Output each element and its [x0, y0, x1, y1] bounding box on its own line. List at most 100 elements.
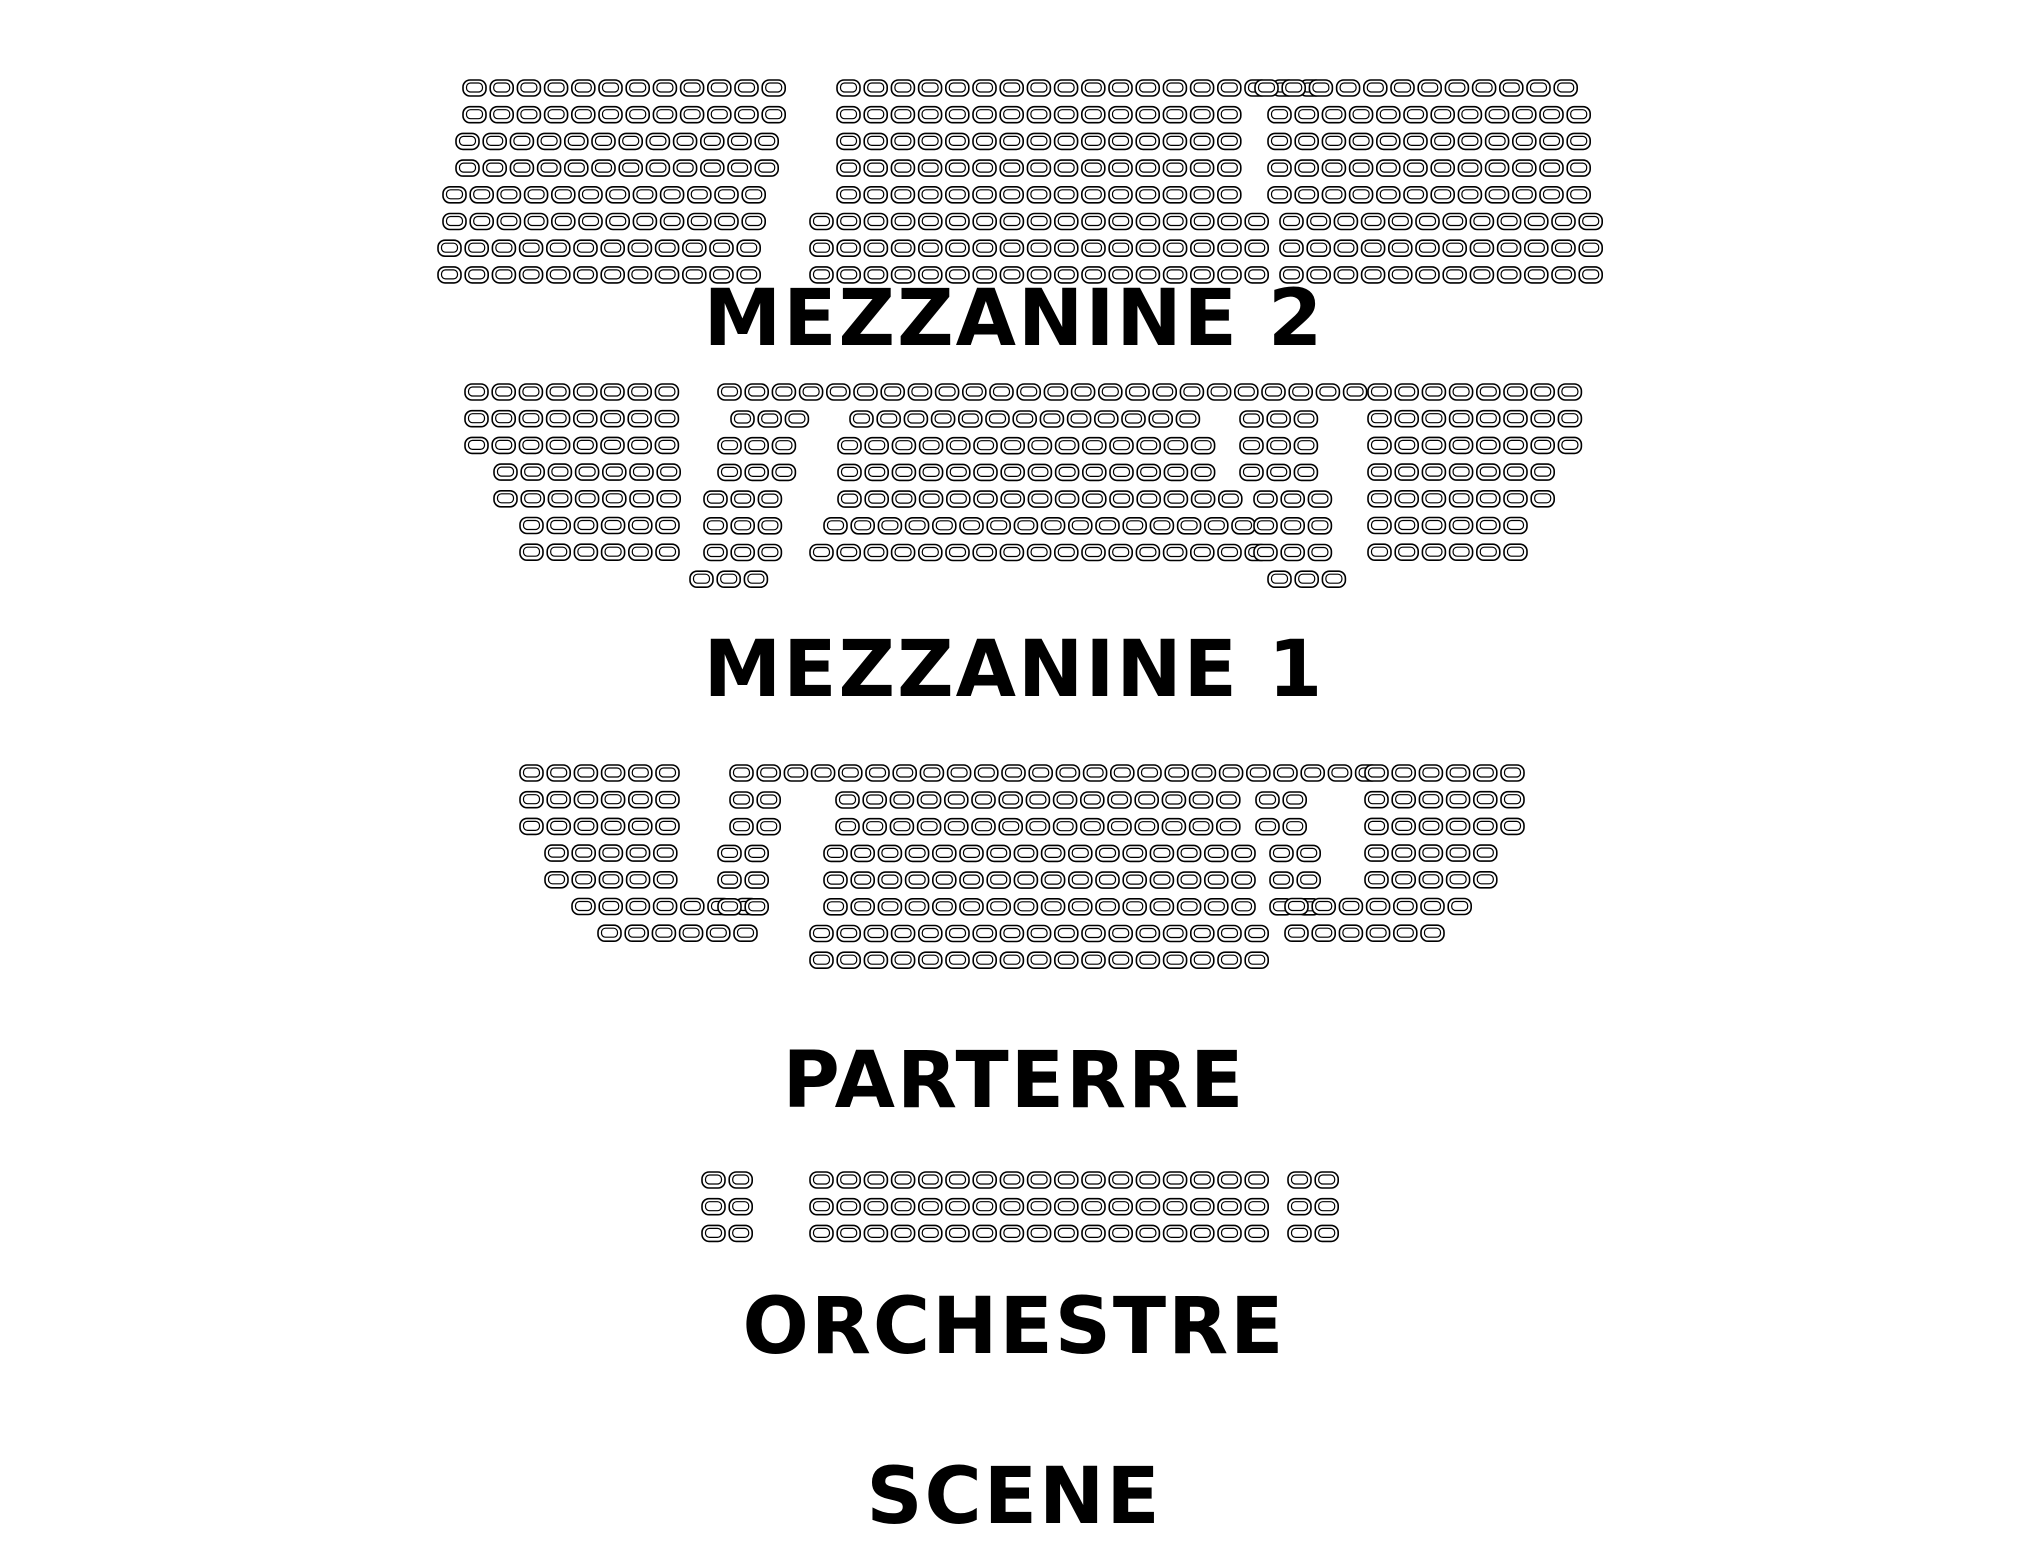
seat-icon[interactable] — [1162, 543, 1188, 562]
seat-icon[interactable] — [972, 159, 997, 177]
seat-icon[interactable] — [1360, 212, 1386, 231]
seat-icon[interactable] — [652, 844, 678, 862]
seat-icon[interactable] — [971, 791, 996, 809]
seat-icon[interactable] — [1163, 490, 1189, 508]
seat-icon[interactable] — [917, 266, 943, 284]
seat-icon[interactable] — [1294, 570, 1319, 589]
seat-icon[interactable] — [1469, 212, 1495, 231]
seat-icon[interactable] — [699, 159, 725, 177]
seat-icon[interactable] — [1162, 266, 1188, 284]
seat-icon[interactable] — [1027, 436, 1053, 455]
seat-icon[interactable] — [1364, 790, 1389, 809]
seat-icon[interactable] — [1135, 159, 1160, 177]
seat-icon[interactable] — [659, 186, 685, 204]
seat-icon[interactable] — [1294, 159, 1319, 177]
seat-icon[interactable] — [1348, 132, 1374, 151]
seat-icon[interactable] — [1188, 791, 1214, 809]
seat-icon[interactable] — [944, 186, 970, 204]
seat-icon[interactable] — [1445, 817, 1471, 836]
seat-icon[interactable] — [863, 132, 889, 151]
seat-icon[interactable] — [1348, 105, 1374, 124]
seat-icon[interactable] — [1348, 159, 1374, 177]
seat-icon[interactable] — [999, 186, 1025, 204]
seat-icon[interactable] — [563, 159, 589, 177]
seat-icon[interactable] — [442, 212, 467, 231]
seat-icon[interactable] — [850, 844, 876, 863]
seat-icon[interactable] — [469, 186, 495, 204]
seat-icon[interactable] — [1421, 463, 1447, 481]
seat-icon[interactable] — [1190, 463, 1216, 482]
seat-icon[interactable] — [546, 764, 572, 782]
seat-icon[interactable] — [600, 516, 626, 535]
seat-icon[interactable] — [547, 463, 573, 481]
seat-icon[interactable] — [1136, 463, 1161, 482]
seat-icon[interactable] — [1308, 79, 1334, 97]
seat-icon[interactable] — [1070, 383, 1096, 401]
seat-icon[interactable] — [853, 383, 878, 401]
seat-icon[interactable] — [1108, 212, 1133, 231]
seat-icon[interactable] — [1476, 463, 1501, 481]
seat-icon[interactable] — [1244, 1197, 1269, 1216]
seat-icon[interactable] — [573, 266, 598, 284]
seat-icon[interactable] — [464, 239, 490, 257]
seat-icon[interactable] — [999, 132, 1025, 151]
seat-icon[interactable] — [1066, 410, 1092, 428]
seat-icon[interactable] — [598, 870, 624, 889]
seat-icon[interactable] — [916, 791, 942, 809]
seat-icon[interactable] — [655, 817, 680, 836]
seat-icon[interactable] — [1403, 186, 1428, 204]
seat-icon[interactable] — [1447, 897, 1472, 916]
seat-icon[interactable] — [1026, 132, 1052, 151]
seat-icon[interactable] — [1367, 436, 1392, 455]
seat-icon[interactable] — [998, 817, 1024, 836]
seat-icon[interactable] — [1108, 132, 1133, 151]
seat-icon[interactable] — [1082, 463, 1107, 482]
seat-icon[interactable] — [1082, 490, 1107, 508]
seat-icon[interactable] — [945, 543, 970, 562]
seat-icon[interactable] — [1190, 1224, 1215, 1243]
seat-icon[interactable] — [1162, 239, 1188, 257]
seat-icon[interactable] — [1321, 570, 1347, 589]
seat-icon[interactable] — [1026, 543, 1052, 562]
seat-icon[interactable] — [890, 543, 916, 562]
seat-icon[interactable] — [1136, 490, 1161, 508]
seat-icon[interactable] — [1161, 817, 1187, 836]
seat-icon[interactable] — [729, 817, 754, 836]
seat-icon[interactable] — [1162, 212, 1188, 231]
seat-icon[interactable] — [1530, 383, 1555, 401]
seat-icon[interactable] — [600, 383, 625, 401]
seat-icon[interactable] — [809, 239, 834, 257]
seat-icon[interactable] — [809, 266, 834, 284]
seat-icon[interactable] — [706, 105, 732, 124]
seat-icon[interactable] — [837, 436, 862, 455]
seat-icon[interactable] — [518, 436, 544, 455]
seat-icon[interactable] — [1342, 383, 1368, 401]
seat-icon[interactable] — [1578, 239, 1603, 257]
seat-icon[interactable] — [655, 516, 680, 535]
seat-icon[interactable] — [1363, 79, 1388, 97]
seat-icon[interactable] — [570, 105, 596, 124]
seat-icon[interactable] — [1025, 791, 1051, 809]
seat-icon[interactable] — [1149, 844, 1175, 863]
seat-icon[interactable] — [1415, 266, 1440, 284]
seat-icon[interactable] — [1314, 1224, 1339, 1243]
seat-icon[interactable] — [1364, 817, 1389, 836]
seat-icon[interactable] — [864, 436, 890, 455]
seat-icon[interactable] — [1108, 239, 1133, 257]
seat-icon[interactable] — [563, 132, 589, 151]
seat-icon[interactable] — [545, 239, 571, 257]
seat-icon[interactable] — [1551, 239, 1576, 257]
seat-icon[interactable] — [1253, 516, 1278, 535]
seat-icon[interactable] — [1190, 951, 1215, 970]
seat-icon[interactable] — [1500, 790, 1525, 809]
seat-icon[interactable] — [1094, 410, 1119, 428]
seat-icon[interactable] — [1430, 159, 1455, 177]
seat-icon[interactable] — [1162, 159, 1188, 177]
seat-icon[interactable] — [1484, 132, 1510, 151]
seat-icon[interactable] — [837, 764, 863, 782]
seat-icon[interactable] — [1217, 239, 1242, 257]
seat-icon[interactable] — [934, 383, 960, 401]
seat-icon[interactable] — [1500, 817, 1525, 836]
seat-icon[interactable] — [863, 1197, 889, 1216]
seat-icon[interactable] — [573, 239, 598, 257]
